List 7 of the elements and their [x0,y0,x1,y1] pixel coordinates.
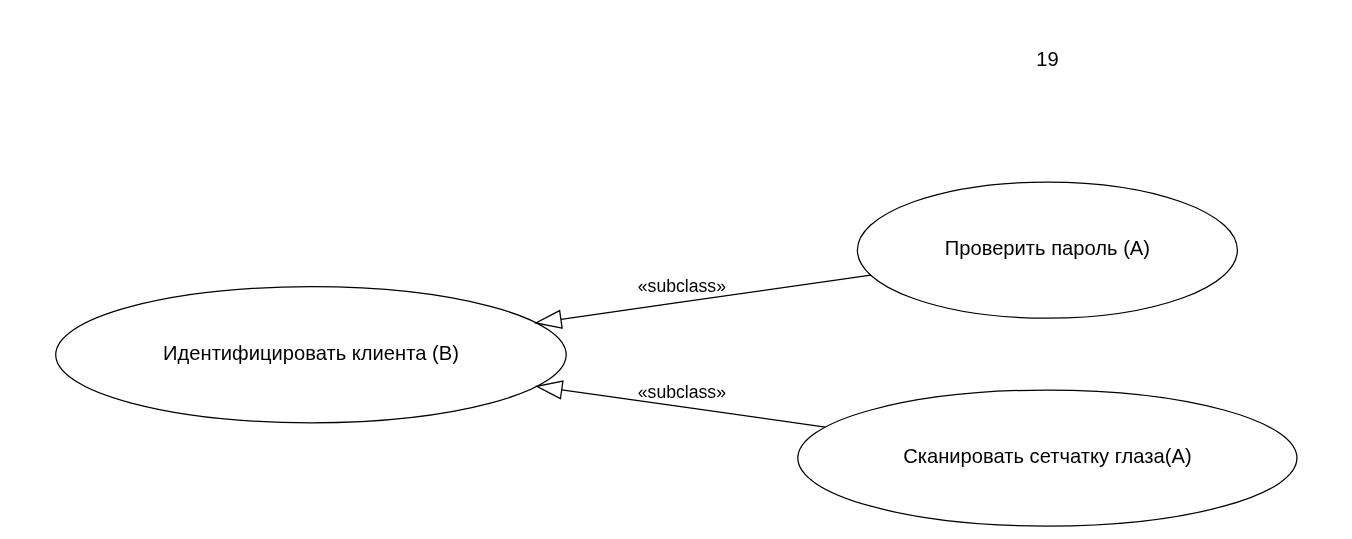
label: 19 [1035,47,1059,70]
edge-label: «subclass» [637,275,726,296]
arrow [533,274,871,329]
node-ellipse: Сканировать сетчатку глаза(A) [796,389,1298,527]
edge-label: «subclass» [637,381,726,402]
node-ellipse: Проверить пароль (A) [856,181,1238,319]
arrow [534,380,826,428]
